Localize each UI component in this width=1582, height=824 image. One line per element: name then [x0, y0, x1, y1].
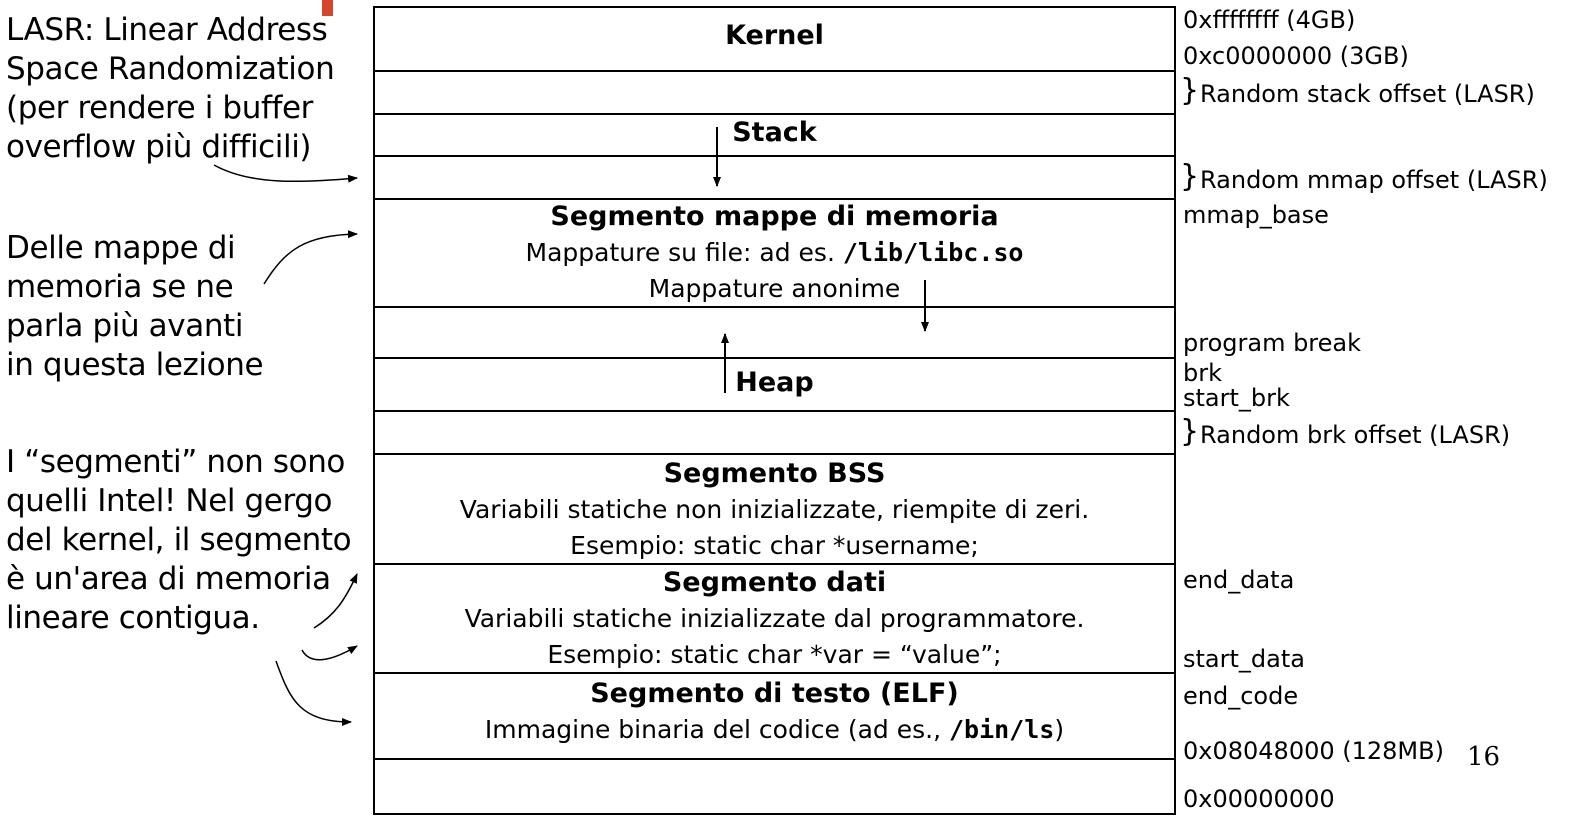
- segment-line-prefix: Mappature su file: ad es.: [525, 238, 843, 267]
- pointer-arrow-dati: [313, 573, 358, 629]
- divider: [373, 672, 1176, 674]
- divider: [373, 410, 1176, 412]
- address-mmap-offset: Random mmap offset (LASR): [1200, 166, 1548, 194]
- segment-line: Mappature su file: ad es. /lib/libc.so: [373, 235, 1176, 271]
- segment-line-prefix: Immagine binaria del codice (ad es.,: [484, 715, 949, 744]
- pointer-arrow-lasr: [213, 164, 358, 183]
- segment-line: Esempio: static char *var = “value”;: [547, 640, 1002, 669]
- address-mmap-base: mmap_base: [1183, 201, 1329, 229]
- segment-line: Immagine binaria del codice (ad es., /bi…: [373, 712, 1176, 748]
- segment-mmap: Segmento mappe di memoria Mappature su f…: [373, 199, 1176, 307]
- address-kernel-base: 0xc0000000 (3GB): [1183, 42, 1409, 70]
- address-brk: brk: [1183, 359, 1222, 387]
- segment-line: Variabili statiche non inizializzate, ri…: [459, 495, 1090, 524]
- address-zero: 0x00000000: [1183, 785, 1335, 813]
- segment-line: Mappature anonime: [648, 274, 901, 303]
- address-program-break: program break: [1183, 329, 1362, 357]
- divider: [373, 563, 1176, 565]
- divider: [373, 70, 1176, 72]
- pointer-arrow-dati-2: [301, 645, 358, 661]
- segment-title: Stack: [732, 117, 817, 148]
- segment-title: Segmento BSS: [663, 458, 886, 489]
- code-path: /bin/ls: [948, 715, 1055, 744]
- segment-kernel: Kernel: [373, 18, 1176, 54]
- note-lasr: LASR: Linear Address Space Randomization…: [6, 12, 335, 165]
- note-mappe: Delle mappe di memoria se ne parla più a…: [6, 230, 264, 383]
- segment-title: Segmento mappe di memoria: [550, 201, 999, 232]
- divider: [373, 453, 1176, 455]
- address-brk-offset: Random brk offset (LASR): [1200, 421, 1511, 449]
- segment-stack: Stack: [373, 115, 1176, 151]
- brace: }: [1180, 73, 1200, 108]
- divider: [373, 155, 1176, 157]
- segment-data: Segmento dati Variabili statiche inizial…: [373, 565, 1176, 673]
- address-start-data: start_data: [1183, 645, 1305, 673]
- divider: [373, 113, 1176, 115]
- note-segmenti: I “segmenti” non sono quelli Intel! Nel …: [6, 444, 352, 636]
- segment-text: Segmento di testo (ELF) Immagine binaria…: [373, 676, 1176, 748]
- divider: [373, 198, 1176, 200]
- brace: }: [1180, 414, 1200, 449]
- page-number: 16: [1467, 742, 1501, 772]
- address-code-base: 0x08048000 (128MB): [1183, 737, 1444, 765]
- segment-title: Segmento di testo (ELF): [590, 678, 959, 709]
- segment-bss: Segmento BSS Variabili statiche non iniz…: [373, 456, 1176, 564]
- segment-heap: Heap: [373, 365, 1176, 401]
- divider: [373, 758, 1176, 760]
- divider: [373, 306, 1176, 308]
- segment-line: Esempio: static char *username;: [570, 531, 979, 560]
- segment-line: Variabili statiche inizializzate dal pro…: [464, 604, 1085, 633]
- segment-line-suffix: ): [1054, 715, 1065, 744]
- address-start-brk: start_brk: [1183, 384, 1290, 412]
- brace: }: [1180, 159, 1200, 194]
- address-end-data: end_data: [1183, 566, 1295, 594]
- code-path: /lib/libc.so: [842, 238, 1024, 267]
- segment-title: Kernel: [725, 20, 824, 51]
- address-end-code: end_code: [1183, 682, 1299, 710]
- address-stack-offset: Random stack offset (LASR): [1200, 80, 1535, 108]
- address-top: 0xffffffff (4GB): [1183, 6, 1356, 34]
- segment-title: Heap: [735, 367, 814, 398]
- divider: [373, 357, 1176, 359]
- pointer-arrow-testo: [275, 660, 352, 726]
- segment-title: Segmento dati: [662, 567, 887, 598]
- pointer-arrow-mappe: [263, 230, 358, 285]
- accent-bar: [322, 0, 333, 16]
